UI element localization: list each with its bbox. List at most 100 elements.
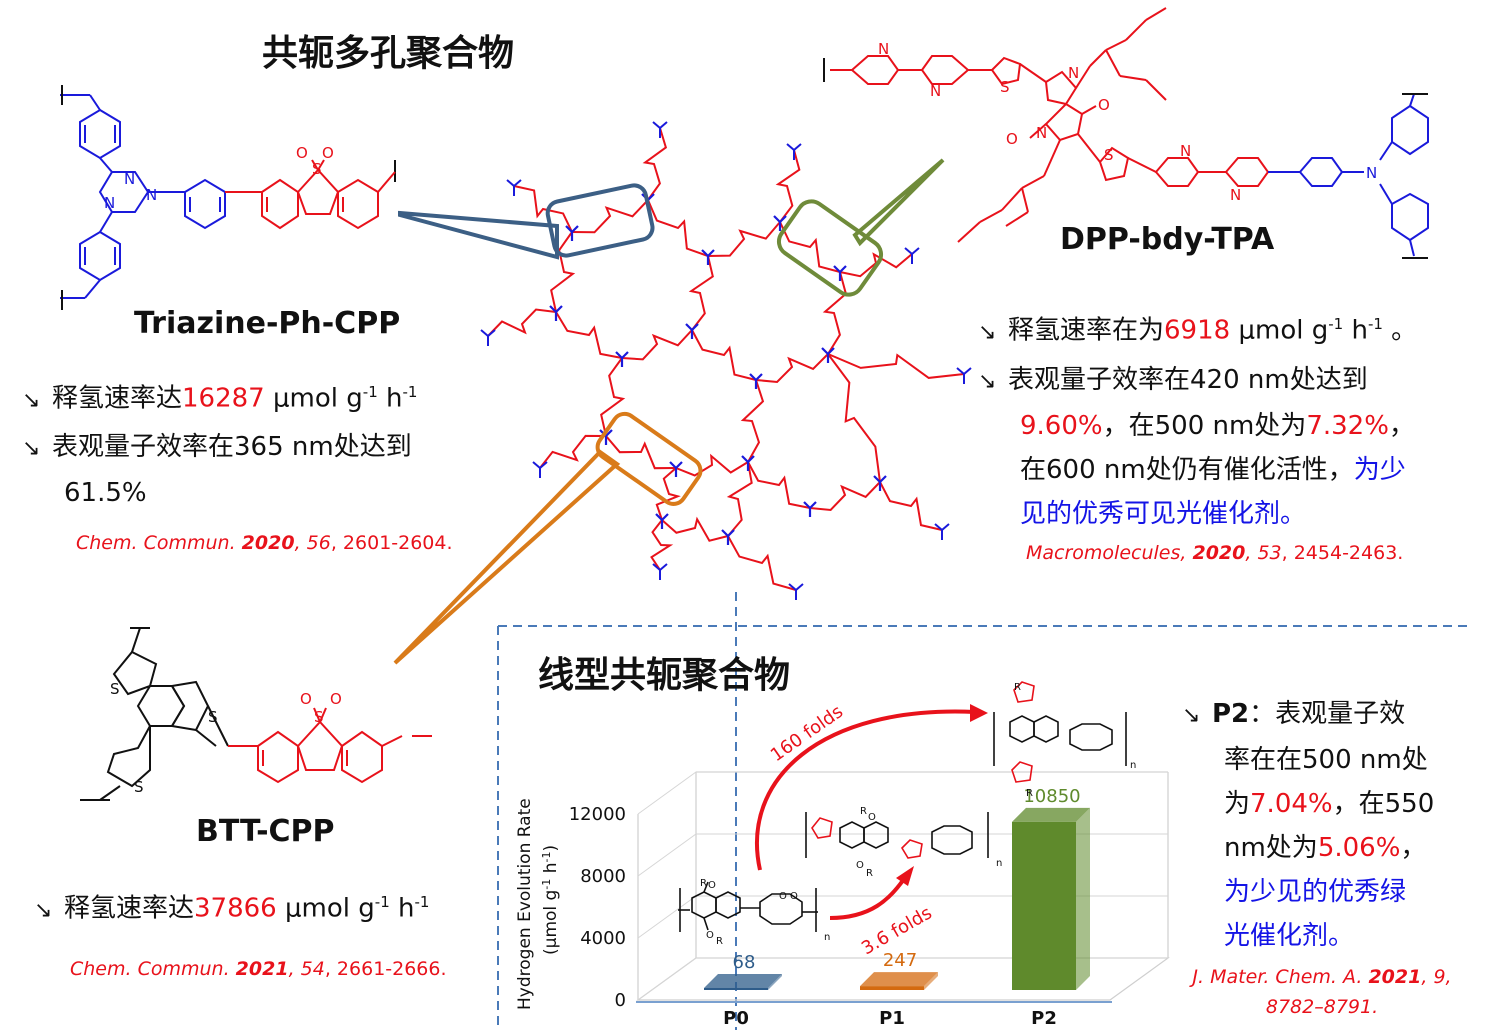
svg-text:R: R: [700, 878, 707, 889]
svg-text:N: N: [146, 186, 157, 204]
network-node: [803, 501, 817, 517]
svg-text:O: O: [779, 891, 787, 902]
network-arm: [727, 535, 797, 591]
svg-text:R: R: [866, 868, 873, 879]
network-linker: [621, 329, 693, 361]
network-node: [701, 249, 715, 265]
network-linker: [571, 199, 649, 234]
svg-text:S: S: [134, 778, 144, 796]
p1-atom-labels: RO OR n: [856, 806, 1002, 879]
triazine-atom-labels: N N N S O O: [104, 144, 334, 212]
network-linker: [755, 353, 829, 384]
network-arm: [839, 252, 913, 278]
network-node: [549, 305, 563, 321]
network-node: [873, 475, 887, 491]
network-end-group: [652, 563, 668, 580]
svg-text:n: n: [996, 858, 1002, 869]
svg-text:O: O: [330, 690, 342, 708]
network-end-group: [532, 461, 548, 478]
bullet-arrow-icon: ↘: [1182, 703, 1201, 728]
chart-bar-top: [1012, 807, 1090, 822]
chart-value-label: 10850: [1023, 786, 1080, 807]
network-arm: [775, 149, 801, 223]
callout-orange: [393, 411, 703, 665]
network-linker: [707, 221, 781, 257]
svg-text:O: O: [706, 930, 714, 941]
triazine-ph-cpp-structure: [60, 85, 396, 310]
svg-text:O: O: [868, 812, 876, 823]
svg-text:O: O: [1006, 130, 1018, 148]
network-linker: [809, 481, 881, 511]
network-node: [741, 455, 755, 471]
network-node: [669, 461, 683, 477]
network-linker: [647, 199, 709, 257]
dpp-bullet-2: ↘表观量子效率在420 nm处达到 9.60%，在500 nm处为7.32%， …: [978, 358, 1478, 536]
svg-text:O: O: [322, 144, 334, 162]
chart-gridline: [637, 833, 1168, 877]
chart-ytick-label: 8000: [580, 866, 626, 887]
svg-text:S: S: [312, 160, 322, 178]
network-node: [615, 351, 629, 367]
network-linker: [600, 357, 626, 437]
svg-text:N: N: [124, 170, 135, 188]
svg-text:N: N: [1230, 186, 1241, 204]
svg-text:O: O: [1098, 96, 1110, 114]
network-linker: [675, 453, 749, 477]
svg-text:O: O: [296, 144, 308, 162]
network-end-group: [786, 143, 802, 160]
chart-bar-front: [1012, 821, 1076, 990]
network-end-group: [934, 523, 950, 540]
network-linker: [605, 435, 677, 470]
btt-cpp-structure: [80, 627, 432, 801]
svg-text:N: N: [930, 82, 941, 100]
network-arm: [827, 353, 965, 379]
chart-value-label: 247: [883, 950, 917, 971]
triazine-bullet-1: ↘释氢速率达16287 μmol g-1 h-1: [22, 370, 492, 423]
chart-value-labels: 68 247 10850: [733, 786, 1081, 973]
btt-name: BTT-CPP: [196, 814, 335, 849]
svg-text:n: n: [1130, 760, 1136, 771]
svg-text:O: O: [708, 880, 716, 891]
p2-atom-labels: R R n: [1014, 682, 1136, 799]
svg-text:O: O: [790, 891, 798, 902]
bullet-arrow-icon: ↘: [978, 319, 997, 345]
bullet-arrow-icon: ↘: [22, 436, 41, 461]
network-arm: [650, 519, 674, 571]
chart-bars: [704, 807, 1090, 990]
network-linker: [688, 255, 714, 331]
svg-text:N: N: [1036, 124, 1047, 142]
chart-gridline: [637, 957, 1168, 1001]
network-node: [821, 347, 835, 363]
svg-text:R: R: [1014, 682, 1021, 693]
chart-ytick-label: 12000: [569, 804, 626, 825]
bullet-arrow-icon: ↘: [34, 897, 53, 923]
p2-structure: [993, 681, 1127, 783]
svg-text:N: N: [104, 194, 115, 212]
chart-value-label: 68: [733, 952, 756, 973]
network-node: [685, 323, 699, 339]
chart-bar-side: [768, 974, 782, 990]
chart-xtick-label: P1: [879, 1008, 905, 1029]
dpp-bdy-tpa-structure: [823, 7, 1429, 259]
network-node: [833, 265, 847, 281]
bullet-arrow-icon: ↘: [22, 387, 41, 413]
svg-text:O: O: [300, 690, 312, 708]
network-linker: [726, 461, 753, 537]
p2-reference: J. Mater. Chem. A. 2021, 9,8782–8791.: [1192, 966, 1452, 1018]
btt-bullet-1: ↘释氢速率达37866 μmol g-1 h-1: [34, 880, 504, 933]
svg-text:n: n: [824, 932, 830, 943]
chart-bar-top: [860, 972, 938, 987]
network-linker: [827, 353, 881, 483]
svg-text:S: S: [314, 708, 324, 726]
network-end-group: [506, 179, 522, 196]
dpp-bullet-1: ↘释氢速率在为6918 μmol g-1 h-1 。: [978, 302, 1478, 355]
network-node: [773, 215, 787, 231]
chart-xtick-label: P2: [1031, 1008, 1057, 1029]
network-linker: [550, 231, 576, 313]
chart-ytick-label: 0: [615, 990, 626, 1011]
network-linker: [740, 379, 765, 463]
